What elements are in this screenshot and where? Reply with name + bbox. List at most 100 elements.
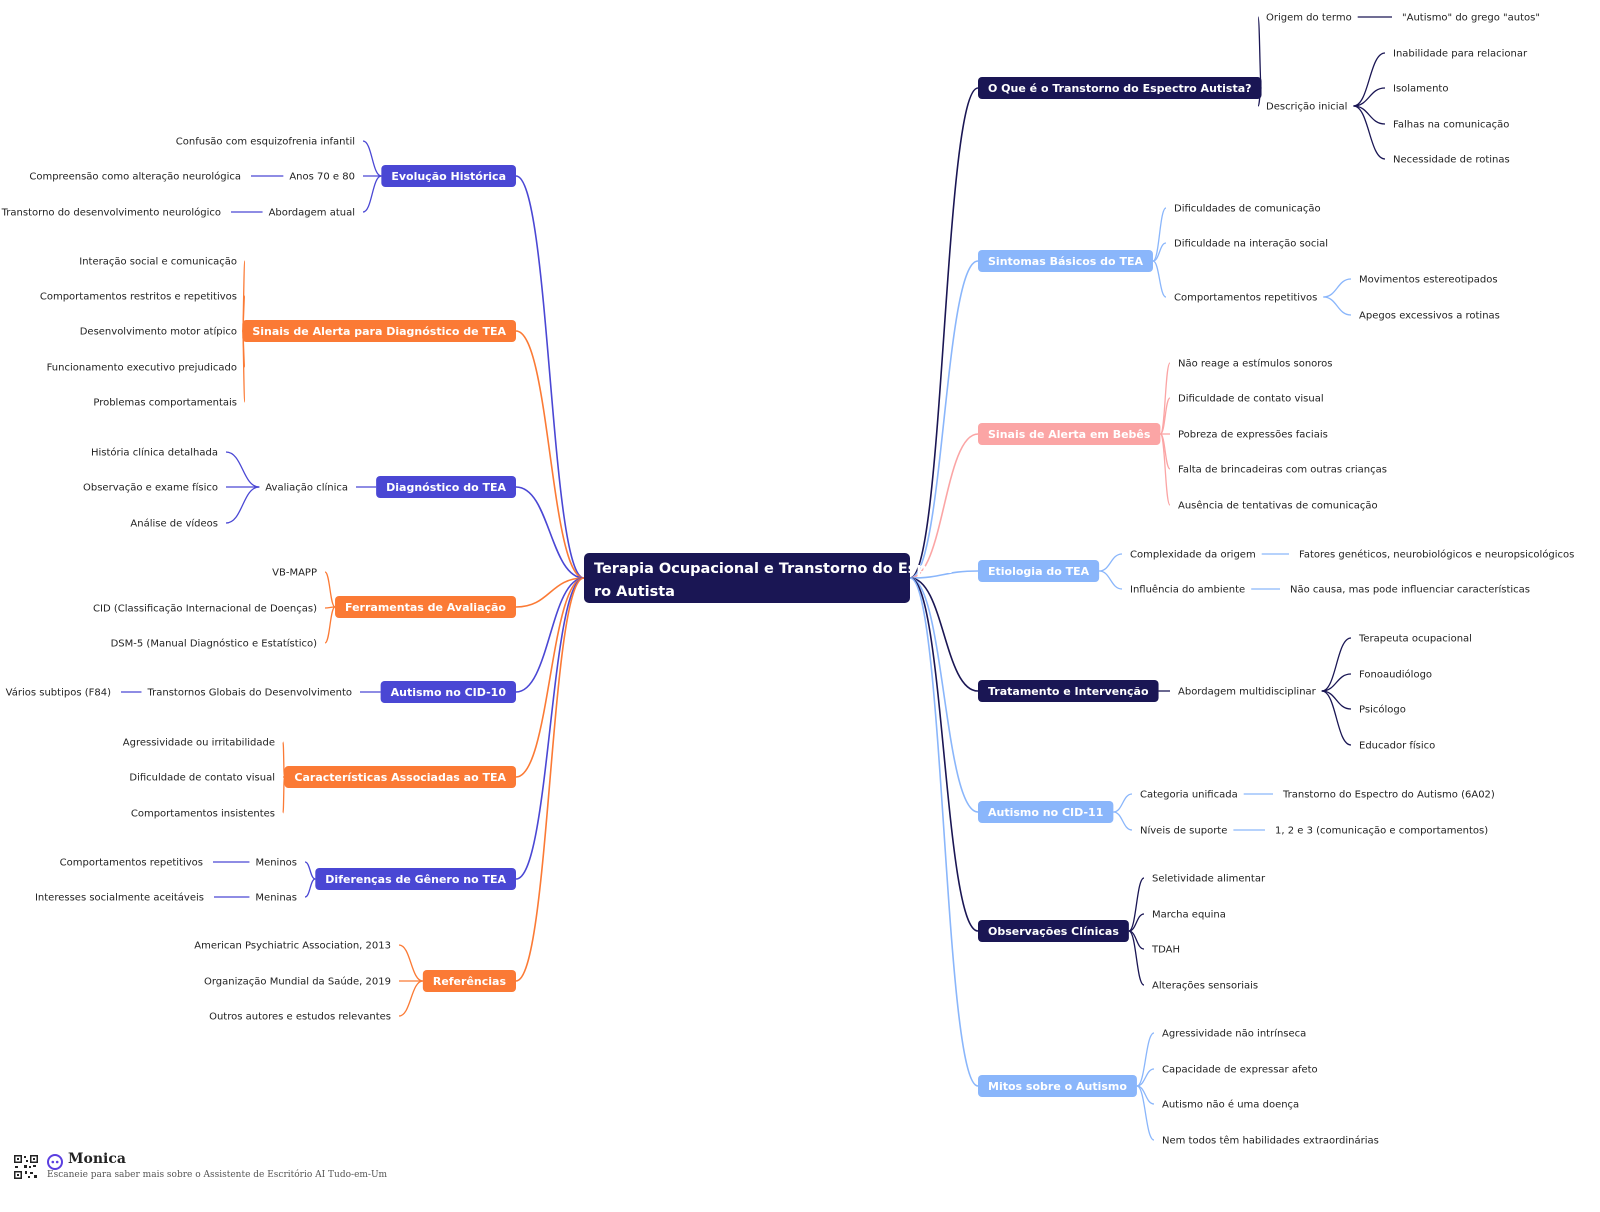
branch-ferramentas-de-avaliacao[interactable]: Ferramentas de Avaliação (335, 596, 516, 618)
node-abordagem-atual[interactable]: Abordagem atual (269, 208, 355, 219)
node-compreensao-como-alteracao-neurologica[interactable]: Compreensão como alteração neurológica (29, 171, 241, 183)
node-cid-classificacao-internacional-de-doenc[interactable]: CID (Classificação Internacional de Doen… (93, 604, 317, 615)
branch-tratamento-e-intervencao[interactable]: Tratamento e Intervenção (978, 680, 1159, 702)
node-nem-todos-tem-habilidades-extraordinaria[interactable]: Nem todos têm habilidades extraordinária… (1162, 1135, 1379, 1147)
node-descricao-inicial[interactable]: Descrição inicial (1266, 102, 1347, 113)
root-node[interactable]: Terapia Ocupacional e Transtorno do Espe… (584, 553, 952, 603)
branch-etiologia-do-tea-label: Etiologia do TEA (988, 565, 1090, 578)
node-apegos-excessivos-a-rotinas[interactable]: Apegos excessivos a rotinas (1359, 311, 1500, 322)
brand-tagline: Escaneie para saber mais sobre o Assiste… (47, 1170, 388, 1180)
node-dificuldade-na-interacao-social[interactable]: Dificuldade na interação social (1174, 239, 1328, 250)
node-seletividade-alimentar[interactable]: Seletividade alimentar (1152, 874, 1266, 885)
branch-referencias[interactable]: Referências (422, 970, 516, 992)
branch-sintomas-basicos-do-tea[interactable]: Sintomas Básicos do TEA (978, 250, 1153, 272)
node-terapeuta-ocupacional[interactable]: Terapeuta ocupacional (1358, 634, 1472, 645)
node-organizacao-mundial-da-saude-2019[interactable]: Organização Mundial da Saúde, 2019 (204, 976, 391, 988)
node-varios-subtipos-f84[interactable]: Vários subtipos (F84) (6, 687, 111, 699)
branch-autismo-no-cid-11[interactable]: Autismo no CID-11 (978, 801, 1114, 823)
branch-evolucao-historica[interactable]: Evolução Histórica (381, 165, 516, 187)
node-comportamentos-restritos-e-repetitivos[interactable]: Comportamentos restritos e repetitivos (40, 292, 237, 303)
node-anos-70-e-80[interactable]: Anos 70 e 80 (289, 172, 355, 183)
branch-referencias-label: Referências (433, 975, 507, 988)
node-meninos[interactable]: Meninos (255, 858, 297, 869)
node-tdah[interactable]: TDAH (1151, 945, 1180, 956)
node-comportamentos-insistentes[interactable]: Comportamentos insistentes (131, 809, 275, 820)
node-autismo-do-grego-autos[interactable]: "Autismo" do grego "autos" (1402, 13, 1540, 24)
edge-root-to-evolucao-historica (515, 175, 585, 579)
node-transtornos-globais-do-desenvolvimento[interactable]: Transtornos Globais do Desenvolvimento (146, 688, 352, 699)
node-transtorno-do-espectro-do-autismo-6a02[interactable]: Transtorno do Espectro do Autismo (6A02) (1282, 790, 1495, 801)
branch-etiologia-do-tea-bg (978, 560, 1100, 582)
edge-dificuldades-de-comunicacao (1152, 207, 1167, 262)
node-fonoaudiologo[interactable]: Fonoaudiólogo (1359, 669, 1432, 681)
node-vb-mapp[interactable]: VB-MAPP (272, 568, 317, 579)
node-isolamento[interactable]: Isolamento (1393, 84, 1448, 95)
node-dsm-5-manual-diagnostico-e-estatistico[interactable]: DSM-5 (Manual Diagnóstico e Estatístico) (111, 638, 317, 650)
branch-caracteristicas-associadas-ao-tea[interactable]: Características Associadas ao TEA (284, 766, 516, 788)
branch-autismo-no-cid-10[interactable]: Autismo no CID-10 (380, 681, 516, 703)
node-abordagem-multidisciplinar[interactable]: Abordagem multidisciplinar (1178, 687, 1317, 698)
node-educador-fisico[interactable]: Educador físico (1359, 740, 1435, 752)
node-observacao-e-exame-fisico[interactable]: Observação e exame físico (83, 482, 218, 494)
node-meninas[interactable]: Meninas (255, 893, 297, 904)
node-movimentos-estereotipados[interactable]: Movimentos estereotipados (1359, 275, 1498, 286)
node-nao-causa-mas-pode-influenciar-caracteri[interactable]: Não causa, mas pode influenciar caracter… (1290, 584, 1530, 596)
node-influencia-do-ambiente[interactable]: Influência do ambiente (1130, 584, 1245, 596)
edge-root-to-autismo-no-cid-10 (515, 577, 585, 693)
branch-autismo-no-cid-11-bg (978, 801, 1114, 823)
branch-diagnostico-do-tea-bg (376, 476, 516, 498)
node-interacao-social-e-comunicacao[interactable]: Interação social e comunicação (79, 257, 237, 268)
node-dificuldade-de-contato-visual[interactable]: Dificuldade de contato visual (1178, 394, 1324, 405)
node-complexidade-da-origem[interactable]: Complexidade da origem (1130, 550, 1256, 561)
edge-root-to-o-que-e-o-transtorno-do-espectro-autista (909, 87, 979, 579)
node-falta-de-brincadeiras-com-outras-crianca[interactable]: Falta de brincadeiras com outras criança… (1178, 465, 1387, 476)
branch-observacoes-clinicas[interactable]: Observações Clínicas (978, 920, 1129, 942)
node-american-psychiatric-association-2013[interactable]: American Psychiatric Association, 2013 (194, 941, 391, 952)
node-problemas-comportamentais[interactable]: Problemas comportamentais (93, 398, 237, 409)
branch-etiologia-do-tea[interactable]: Etiologia do TEA (978, 560, 1100, 582)
branch-o-que-e-o-transtorno-do-espectro-autista[interactable]: O Que é o Transtorno do Espectro Autista… (978, 77, 1262, 99)
node-agressividade-nao-intrinseca[interactable]: Agressividade não intrínseca (1162, 1028, 1306, 1040)
node-autismo-nao-e-uma-doenca[interactable]: Autismo não é uma doença (1162, 1099, 1299, 1111)
node-necessidade-de-rotinas[interactable]: Necessidade de rotinas (1393, 155, 1510, 166)
node-avaliacao-clinica[interactable]: Avaliação clínica (265, 482, 348, 494)
node-inabilidade-para-relacionar[interactable]: Inabilidade para relacionar (1393, 49, 1528, 60)
branch-sinais-de-alerta-para-diagnostico-de-tea[interactable]: Sinais de Alerta para Diagnóstico de TEA (242, 320, 516, 342)
node-comportamentos-repetitivos[interactable]: Comportamentos repetitivos (1174, 293, 1317, 304)
node-comportamentos-repetitivos[interactable]: Comportamentos repetitivos (60, 858, 203, 869)
node-outros-autores-e-estudos-relevantes[interactable]: Outros autores e estudos relevantes (209, 1012, 391, 1023)
node-transtorno-do-desenvolvimento-neurologic[interactable]: Transtorno do desenvolvimento neurológic… (1, 207, 221, 219)
node-dificuldade-de-contato-visual[interactable]: Dificuldade de contato visual (129, 773, 275, 784)
edge-vb-mapp (324, 571, 336, 608)
branch-sinais-de-alerta-em-bebes[interactable]: Sinais de Alerta em Bebês (978, 423, 1161, 445)
node-origem-do-termo[interactable]: Origem do termo (1266, 13, 1352, 24)
node-categoria-unificada[interactable]: Categoria unificada (1140, 790, 1238, 801)
node-ausencia-de-tentativas-de-comunicacao[interactable]: Ausência de tentativas de comunicação (1178, 500, 1378, 512)
edge-inabilidade-para-relacionar (1353, 52, 1386, 107)
node-historia-clinica-detalhada[interactable]: História clínica detalhada (91, 447, 218, 459)
node-pobreza-de-expressoes-faciais[interactable]: Pobreza de expressões faciais (1178, 430, 1328, 441)
node-1-2-e-3-comunicacao-e-comportamentos[interactable]: 1, 2 e 3 (comunicação e comportamentos) (1275, 826, 1488, 837)
branch-diagnostico-do-tea[interactable]: Diagnóstico do TEA (376, 476, 516, 498)
node-niveis-de-suporte[interactable]: Níveis de suporte (1140, 825, 1227, 837)
node-interesses-socialmente-aceitaveis[interactable]: Interesses socialmente aceitáveis (35, 892, 204, 904)
node-analise-de-videos[interactable]: Análise de vídeos (130, 518, 218, 530)
edge-root-to-sinais-de-alerta-para-diagnostico-de-tea (515, 330, 585, 579)
node-funcionamento-executivo-prejudicado[interactable]: Funcionamento executivo prejudicado (47, 363, 237, 374)
node-desenvolvimento-motor-atipico[interactable]: Desenvolvimento motor atípico (80, 326, 237, 338)
branch-mitos-sobre-o-autismo[interactable]: Mitos sobre o Autismo (978, 1075, 1137, 1097)
node-agressividade-ou-irritabilidade[interactable]: Agressividade ou irritabilidade (123, 738, 275, 749)
node-alteracoes-sensoriais[interactable]: Alterações sensoriais (1152, 981, 1258, 992)
edge-root-to-autismo-no-cid-11 (909, 577, 979, 813)
branch-diferencas-de-genero-no-tea[interactable]: Diferenças de Gênero no TEA (315, 868, 516, 890)
qr-code-icon[interactable] (13, 1154, 39, 1180)
edge-comportamentos-insistentes (282, 776, 286, 814)
node-fatores-geneticos-neurobiologicos-e-neur[interactable]: Fatores genéticos, neurobiológicos e neu… (1299, 549, 1574, 561)
node-confusao-com-esquizofrenia-infantil[interactable]: Confusão com esquizofrenia infantil (176, 137, 355, 148)
node-marcha-equina[interactable]: Marcha equina (1152, 910, 1226, 921)
node-falhas-na-comunicacao[interactable]: Falhas na comunicação (1393, 120, 1509, 131)
node-nao-reage-a-estimulos-sonoros[interactable]: Não reage a estímulos sonoros (1178, 358, 1333, 370)
node-psicologo[interactable]: Psicólogo (1359, 704, 1406, 716)
node-dificuldades-de-comunicacao[interactable]: Dificuldades de comunicação (1174, 204, 1321, 215)
node-capacidade-de-expressar-afeto[interactable]: Capacidade de expressar afeto (1162, 1065, 1318, 1076)
